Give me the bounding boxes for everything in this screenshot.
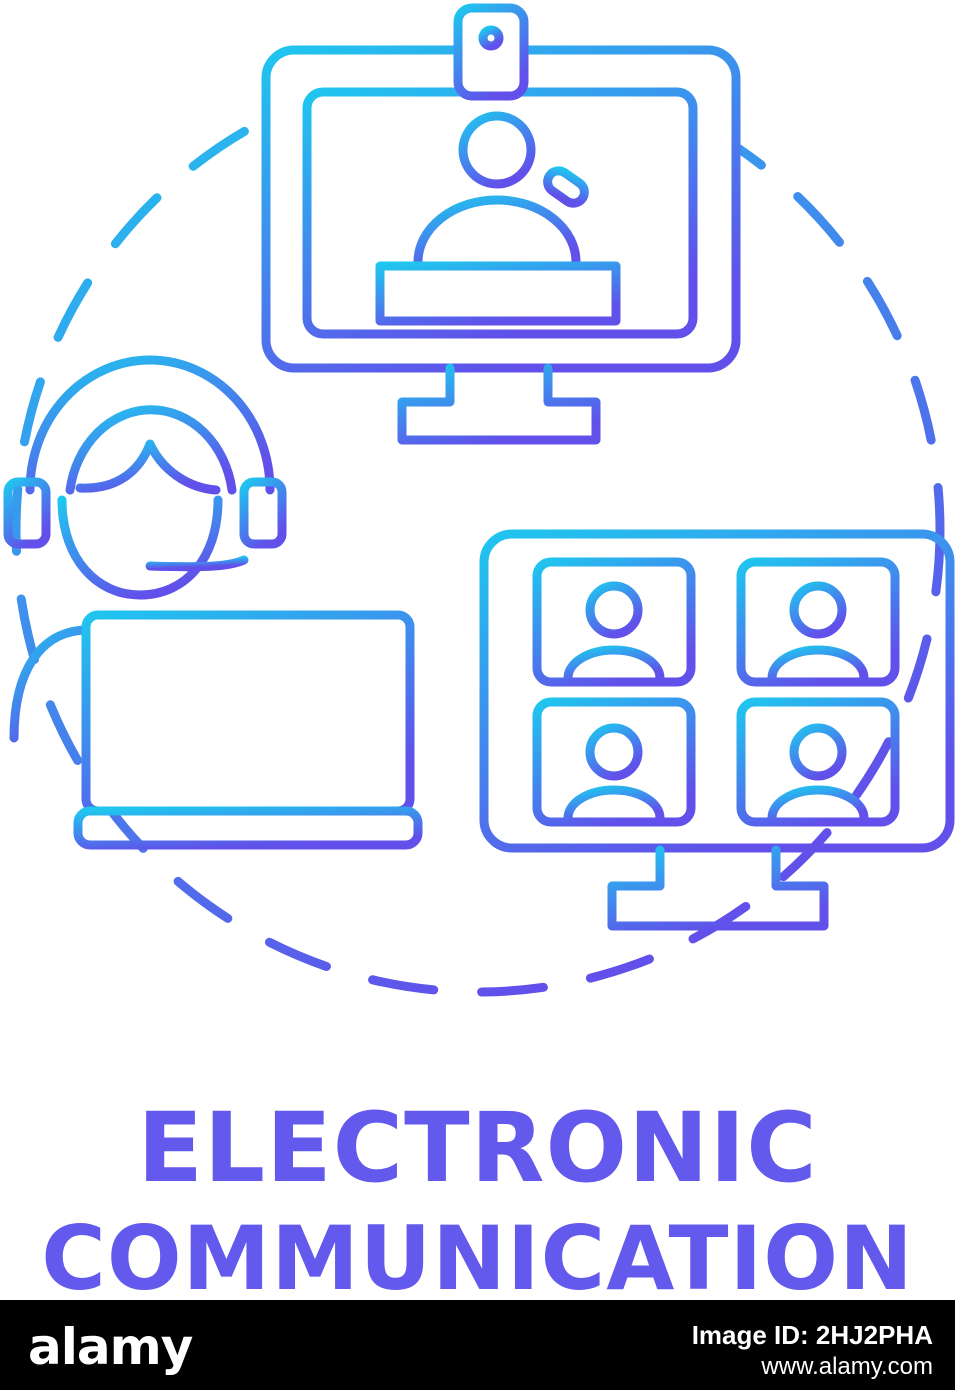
headset-operator-laptop-icon [3, 355, 423, 850]
image-meta: Image ID: 2HJ2PHA www.alamy.com [692, 1320, 933, 1381]
video-conference-grid-icon [479, 529, 955, 931]
site-url: www.alamy.com [761, 1353, 933, 1380]
dashed-circle [11, 63, 945, 997]
title-line-1: ELECTRONIC [137, 1092, 818, 1204]
footer-bar: alamy Image ID: 2HJ2PHA www.alamy.com [0, 1300, 955, 1390]
desktop-webcam-speaker-icon [261, 3, 741, 445]
title-line-2: COMMUNICATION [41, 1207, 914, 1310]
electronic-communication-illustration [3, 3, 955, 997]
alamy-logo: alamy [28, 1318, 193, 1376]
image-id: Image ID: 2HJ2PHA [691, 1320, 933, 1350]
